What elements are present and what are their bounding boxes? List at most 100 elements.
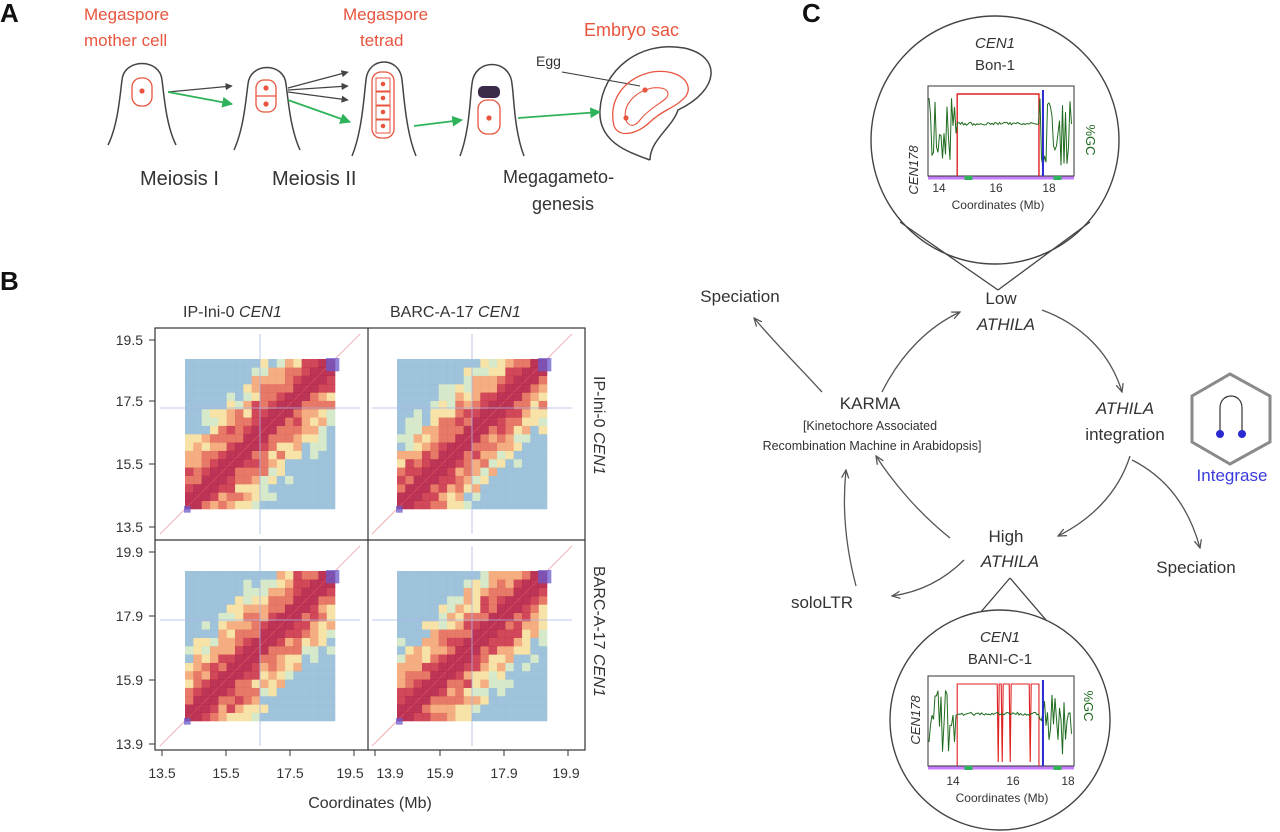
arrow-high-to-sololtr — [892, 559, 965, 596]
heatmap-cell — [497, 671, 506, 680]
integration-label: integration — [1085, 425, 1164, 444]
heatmap-cell — [438, 434, 448, 443]
heatmap-cell — [405, 384, 414, 393]
heatmap-cell — [218, 392, 227, 401]
heatmap-cell — [438, 621, 448, 630]
heatmap-cell — [538, 392, 548, 401]
heatmap-cell — [488, 604, 498, 613]
heatmap-cell — [326, 654, 336, 663]
heatmap-cell — [513, 500, 523, 510]
ytick-bottom-2: 15.9 — [116, 672, 143, 688]
heatmap-cell — [218, 604, 227, 613]
heatmap-cell — [251, 621, 261, 630]
xtick-right-1: 15.9 — [426, 765, 453, 781]
heatmap-cell — [285, 425, 294, 435]
heatmap-cell — [438, 475, 448, 485]
heatmap-cell — [185, 409, 194, 418]
heatmap-cell — [201, 662, 211, 672]
heatmap-cell — [472, 500, 481, 510]
heatmap-cell — [397, 434, 406, 443]
heatmap-cell — [276, 687, 286, 697]
heatmap-cell — [505, 579, 514, 588]
heatmap-cell — [538, 612, 548, 622]
heatmap-cell — [285, 679, 294, 688]
yticks-bottom: 19.9 17.9 15.9 13.9 — [116, 544, 155, 752]
heatmap-cell — [397, 596, 406, 605]
heatmap-cell — [405, 579, 414, 588]
heatmap-cell — [260, 621, 269, 630]
heatmap-cell — [285, 450, 294, 460]
heatmap-cell — [268, 400, 277, 410]
top-inset-pointer-right — [997, 221, 1091, 291]
heatmap-cell — [243, 484, 252, 493]
heatmap-cell — [243, 475, 252, 485]
row-label-top: IP-Ini-0 CEN1 — [590, 376, 607, 475]
heatmap-cell — [193, 375, 202, 385]
heatmap-cell — [210, 400, 219, 410]
heatmap-cell — [185, 384, 194, 393]
heatmap-cell — [251, 392, 261, 401]
heatmap-cell — [472, 367, 481, 376]
heatmap-cell — [326, 459, 336, 468]
heatmap-cell — [438, 654, 448, 663]
heatmap-cell — [538, 492, 548, 501]
heatmap-cell — [513, 637, 523, 647]
heatmap-cell — [405, 459, 414, 468]
heatmap-cell — [210, 409, 219, 418]
heatmap-cell — [413, 704, 423, 713]
heatmap-cell — [251, 400, 261, 410]
heatmap-cell — [513, 425, 523, 435]
heatmap-cell — [185, 671, 194, 680]
heatmap-cell — [538, 579, 548, 588]
heatmap-cell — [513, 612, 523, 622]
heatmap-cell — [226, 662, 236, 672]
heatmap-cell — [210, 484, 219, 493]
heatmap-cell — [210, 612, 219, 622]
heatmap-cell — [285, 434, 294, 443]
heatmap-cell — [318, 612, 327, 622]
heatmap-cell — [447, 467, 456, 476]
heatmap-cell — [505, 450, 514, 460]
heatmap-cell — [455, 392, 464, 401]
heatmap-cell — [455, 400, 464, 410]
heatmap-cell — [455, 637, 464, 647]
heatmap-cell — [235, 475, 244, 485]
heatmap-cell — [472, 442, 481, 451]
heatmap-cell — [251, 637, 261, 647]
heatmap-cell — [455, 679, 464, 688]
heatmap-cell — [505, 500, 514, 510]
heatmap-cell — [430, 500, 439, 510]
heatmap-cell — [251, 450, 261, 460]
heatmap-cell — [538, 409, 548, 418]
heatmap-cell — [430, 662, 439, 672]
heatmap-cell — [201, 579, 211, 588]
arrow-integration-to-high — [1058, 455, 1131, 536]
heatmap-cell — [318, 467, 327, 476]
heatmap-cell — [201, 612, 211, 622]
heatmap-cell — [285, 392, 294, 401]
heatmap-cell — [260, 704, 269, 713]
heatmap-cell — [472, 375, 481, 385]
heatmap-cell — [455, 500, 464, 510]
heatmap-cell — [276, 425, 286, 435]
heatmap-cell — [235, 484, 244, 493]
heatmap-cell — [430, 492, 439, 501]
heatmap-cell — [285, 467, 294, 476]
heatmap-cell — [472, 646, 481, 655]
heatmap-cell — [530, 359, 539, 368]
heatmap-cell — [210, 671, 219, 680]
heatmap-cell — [235, 604, 244, 613]
heatmap-cell — [447, 579, 456, 588]
heatmap-cell — [497, 500, 506, 510]
heatmap-cell — [210, 425, 219, 435]
meiosis2-label: Meiosis II — [272, 168, 356, 190]
heatmap-cell — [438, 637, 448, 647]
heatmap-cell — [413, 409, 423, 418]
heatmap-cell — [530, 484, 539, 493]
heatmap-cell — [293, 571, 302, 580]
heatmap-cell — [285, 417, 294, 426]
heatmap-cell — [201, 587, 211, 597]
heatmap-cell — [293, 712, 302, 722]
heatmap-cell — [310, 417, 319, 426]
heatmap-cell — [260, 384, 269, 393]
